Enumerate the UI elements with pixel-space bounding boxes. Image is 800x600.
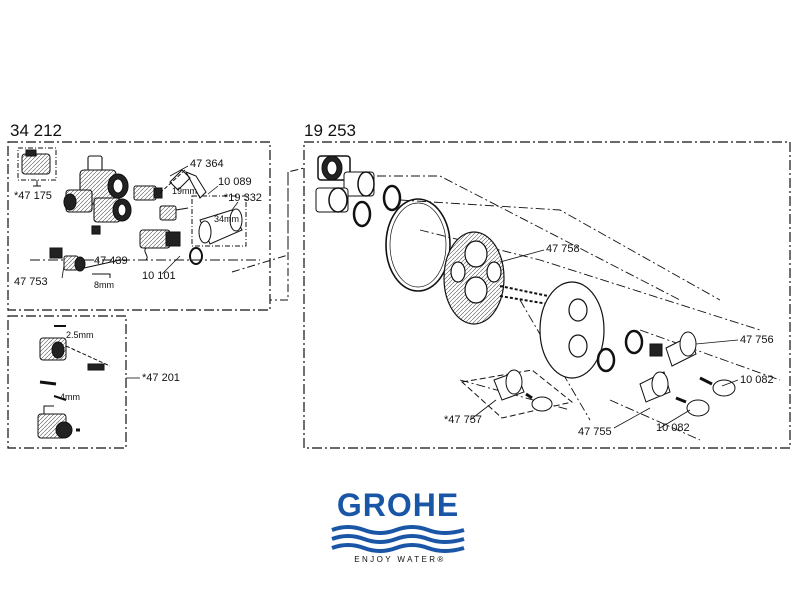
label-47364: 47 364 xyxy=(190,158,224,170)
panel-frame-47201 xyxy=(7,315,127,449)
nut-10089 xyxy=(159,205,189,221)
tool-set-47201 xyxy=(37,325,111,439)
dimension-2-5mm: 2.5mm xyxy=(66,330,94,340)
handle-assemblies xyxy=(596,329,736,417)
cover-plate xyxy=(539,281,605,379)
panel-title-right: 19 253 xyxy=(304,121,356,140)
logo-wordmark: GROHE xyxy=(336,487,460,523)
stop-valve-47753 xyxy=(30,247,260,278)
label-47758: 47 758 xyxy=(546,243,580,255)
dimension-34mm: 34mm xyxy=(214,214,240,224)
logo-tagline: ENJOY WATER® xyxy=(354,555,446,564)
dimension-4mm: 4mm xyxy=(60,392,80,402)
grohe-logo: GROHE ENJOY WATER® xyxy=(330,488,470,578)
label-47201: *47 201 xyxy=(142,372,180,384)
label-10101: 10 101 xyxy=(142,270,176,282)
label-47439: 47 439 xyxy=(94,255,128,267)
cartridge-row-left xyxy=(139,229,203,265)
dimension-8mm: 8mm xyxy=(94,280,114,290)
dimension-19mm: 19mm xyxy=(172,186,198,196)
mounting-plate xyxy=(443,231,549,325)
label-47757: *47 757 xyxy=(444,414,482,426)
panel-connector xyxy=(231,167,305,301)
valve-body xyxy=(63,155,132,235)
leader-lines xyxy=(61,165,739,429)
sleeves-set xyxy=(315,155,402,228)
label-47175: *47 175 xyxy=(14,190,52,202)
retaining-ring-47758 xyxy=(385,198,451,292)
cartridge-47175 xyxy=(17,147,57,187)
label-10082-b: 10 082 xyxy=(656,422,690,434)
spindle-47364 xyxy=(133,169,207,201)
panel-frame-34212 xyxy=(7,141,271,311)
wave-icon xyxy=(331,525,465,553)
sleeve-19332 xyxy=(191,195,247,247)
label-47756: 47 756 xyxy=(740,334,774,346)
label-10082-a: 10 082 xyxy=(740,374,774,386)
label-19332: *19 332 xyxy=(224,192,262,204)
label-10089: 10 089 xyxy=(218,176,252,188)
label-47755: 47 755 xyxy=(578,426,612,438)
label-47753: 47 753 xyxy=(14,276,48,288)
panel-title-left: 34 212 xyxy=(10,121,62,140)
handle-47757 xyxy=(460,369,574,419)
panel-frame-19253 xyxy=(303,141,791,449)
